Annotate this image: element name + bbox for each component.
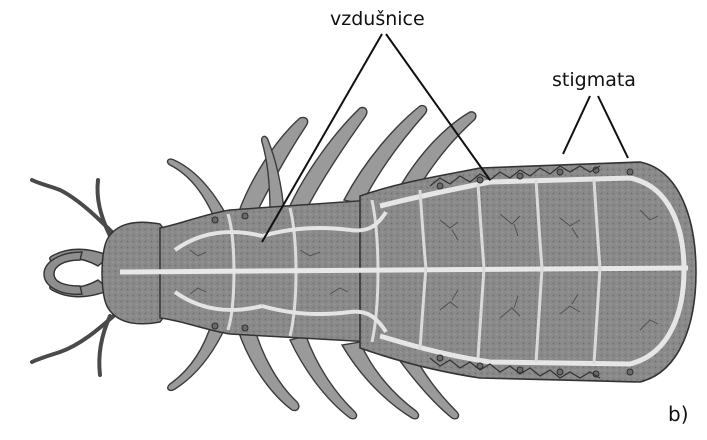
label-tracheae: vzdušnice (330, 9, 425, 29)
leader-stigmata-right (598, 96, 628, 158)
panel-label: b) (668, 404, 689, 424)
leg-lower-1 (238, 326, 299, 410)
antenna-lower (32, 312, 118, 362)
leg-lower-5 (168, 322, 226, 390)
label-spiracles: stigmata (552, 70, 636, 90)
body (102, 162, 696, 382)
leader-stigmata-left (563, 96, 590, 154)
antenna-upper-branch (98, 180, 111, 236)
mandibles (44, 249, 110, 297)
